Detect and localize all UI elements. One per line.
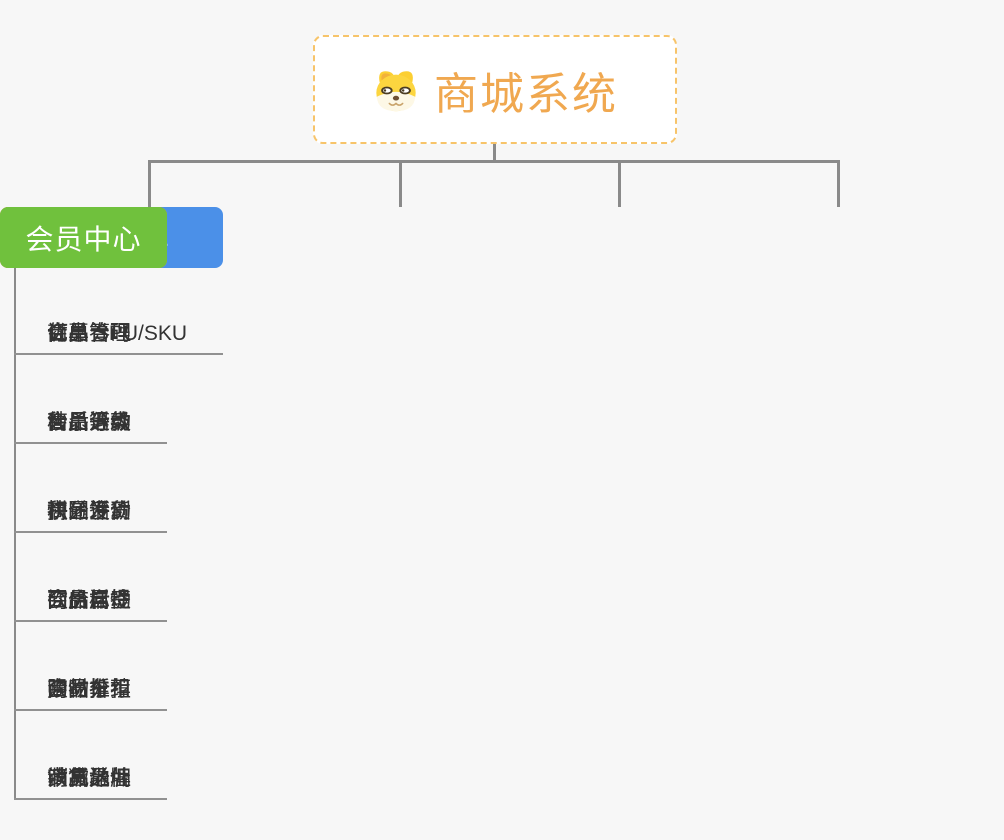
node-item[interactable]: 会员分组: [14, 675, 167, 711]
connector-drop-trade: [399, 160, 402, 207]
connector-drop-member: [837, 160, 840, 207]
node-item[interactable]: 积分签到: [14, 497, 167, 533]
branch-connector-line: [14, 268, 16, 799]
node-item[interactable]: 收货地址: [14, 764, 167, 800]
connector-horizontal-bus: [148, 160, 839, 163]
connector-drop-product: [148, 160, 151, 207]
dog-face-icon: [376, 70, 416, 111]
connector-root-drop: [493, 144, 496, 161]
node-item[interactable]: 会员等级: [14, 408, 167, 444]
node-item[interactable]: 会员标签: [14, 586, 167, 622]
root-title: 商城系统: [434, 69, 618, 119]
node-item[interactable]: 会员管理: [14, 319, 167, 355]
branch-header-member-center[interactable]: 会员中心: [0, 207, 167, 268]
branch-items: 会员管理会员等级积分签到会员标签会员分组收货地址: [0, 319, 167, 800]
root-node-mall-system[interactable]: 商城系统: [313, 35, 677, 144]
branch-member-center: 会员中心 会员管理会员等级积分签到会员标签会员分组收货地址: [0, 207, 167, 800]
connector-drop-marketing: [618, 160, 621, 207]
